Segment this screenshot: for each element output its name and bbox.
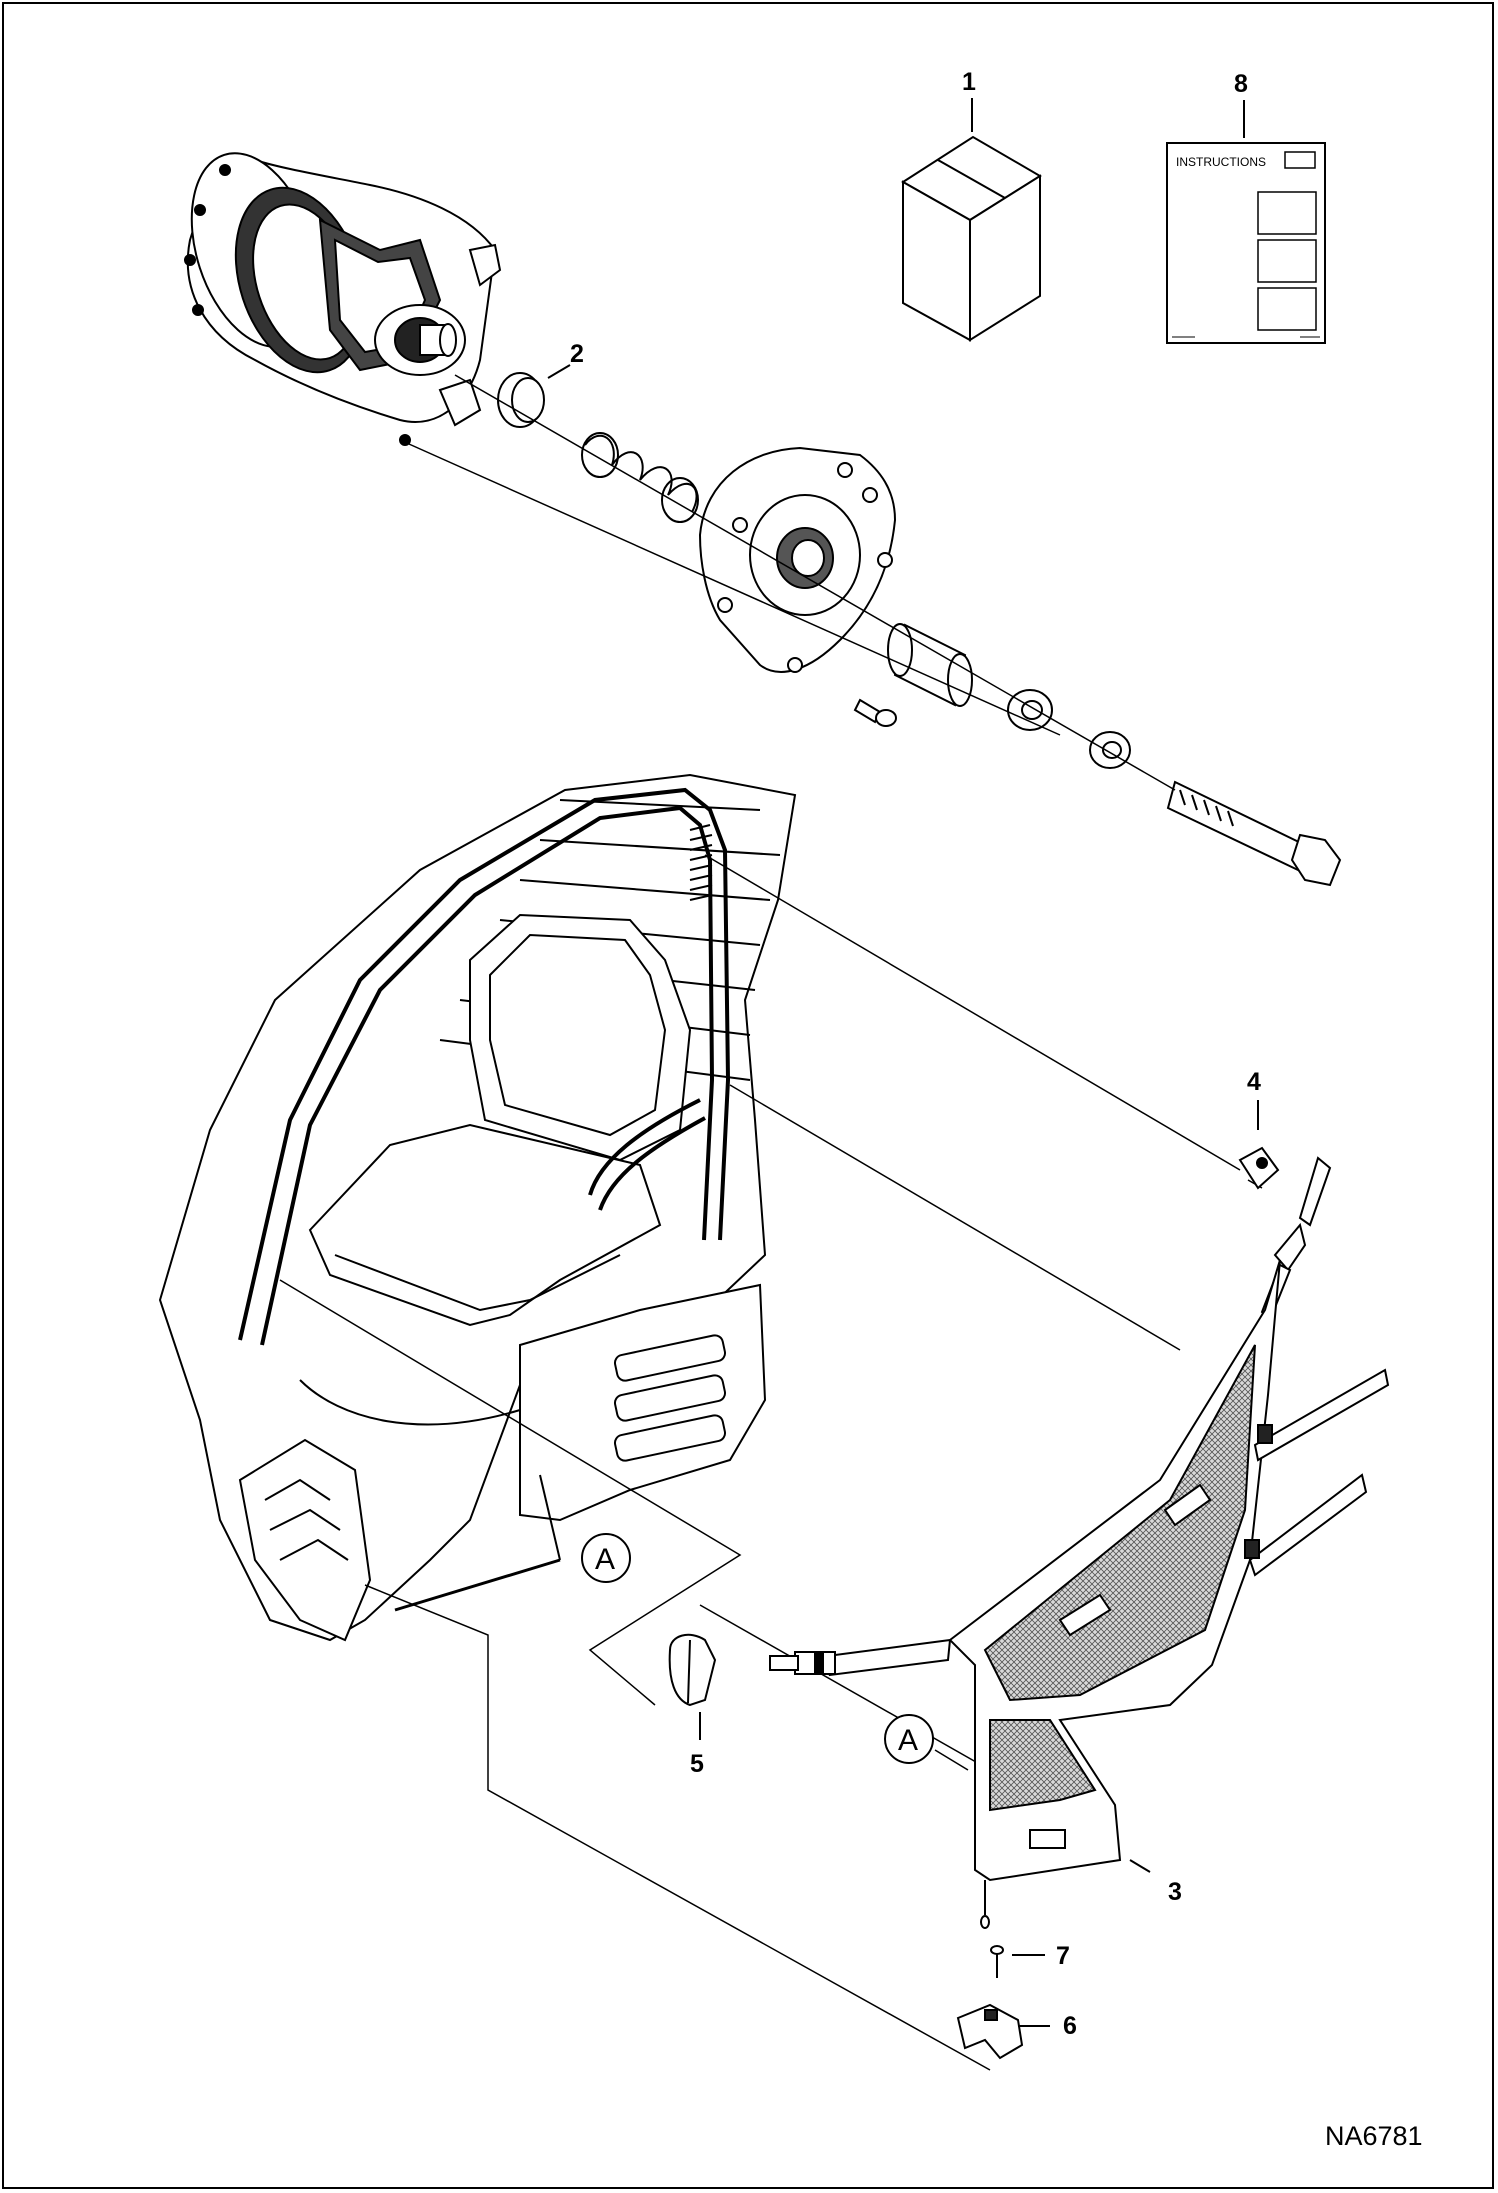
assembly-axis-line <box>399 439 1061 736</box>
detail-a-label: A <box>595 1543 615 1576</box>
callout-3: 3 <box>1168 1878 1182 1906</box>
detail-a-marker <box>581 1533 631 1583</box>
strap-clip-part <box>668 1633 717 1707</box>
document-number: NA6781 <box>1325 2121 1423 2151</box>
clutch-assembly-part <box>184 152 1342 887</box>
bracket-part <box>956 2003 1024 2060</box>
vehicle-cab-part <box>158 773 797 1642</box>
instructions-label: INSTRUCTIONS <box>1176 155 1266 169</box>
callout-4: 4 <box>1247 1068 1261 1096</box>
screw-part <box>990 1945 1004 1978</box>
box-part <box>901 135 1042 342</box>
assembly-lines <box>279 854 1263 2071</box>
detail-a-marker <box>884 1714 934 1764</box>
leader-line <box>1129 1859 1151 1873</box>
cargo-net-part <box>769 1156 1390 1929</box>
callout-1: 1 <box>962 68 976 96</box>
detail-a-label: A <box>898 1724 918 1757</box>
callout-6: 6 <box>1063 2012 1077 2040</box>
leader-line <box>934 1749 969 1771</box>
callout-8: 8 <box>1234 70 1248 98</box>
assembly-axis-line <box>454 374 1176 791</box>
clip-part <box>1238 1146 1280 1190</box>
callout-2: 2 <box>570 340 584 368</box>
leader-line <box>547 364 571 379</box>
callout-7: 7 <box>1056 1942 1070 1970</box>
instructions-sheet-part <box>1166 142 1326 344</box>
callout-5: 5 <box>690 1750 704 1778</box>
